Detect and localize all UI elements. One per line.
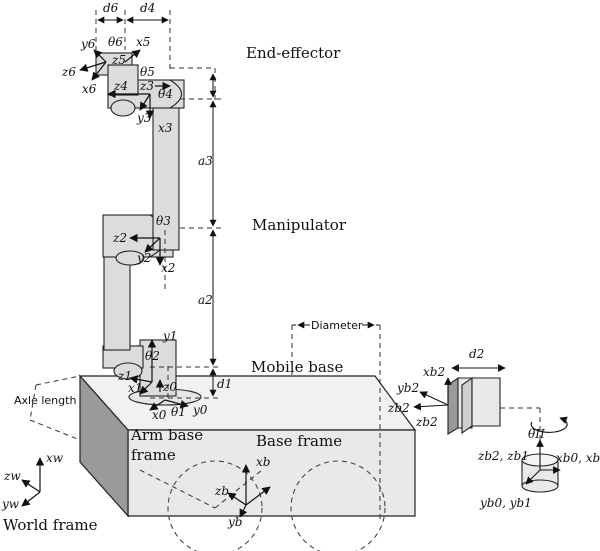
theta4-label: θ4 bbox=[158, 87, 173, 101]
end-effector-title: End-effector bbox=[246, 44, 341, 62]
wheel-module-outer bbox=[447, 376, 459, 435]
d2-label: d2 bbox=[469, 347, 484, 361]
xb-label: xb bbox=[256, 455, 270, 469]
y2-label: y2 bbox=[136, 251, 151, 265]
arm-base-frame-title-line2: frame bbox=[131, 446, 176, 464]
xw-label: xw bbox=[46, 451, 64, 465]
wheel-module-inner bbox=[461, 376, 473, 435]
hub-axes bbox=[525, 416, 568, 485]
dimension-arrows bbox=[97, 16, 217, 397]
theta6-label: θ6 bbox=[108, 35, 123, 49]
base-frame-axes bbox=[139, 325, 381, 520]
theta-ii-label: θII bbox=[528, 427, 545, 441]
yb2-label: yb2 bbox=[396, 381, 419, 395]
z1-label: z1 bbox=[117, 369, 132, 383]
zb2-label-b: zb2 bbox=[415, 415, 438, 429]
wheel-right bbox=[290, 460, 386, 551]
z2-label: z2 bbox=[112, 231, 127, 245]
base-frame-title: Base frame bbox=[256, 432, 342, 450]
arm-frame-axes bbox=[79, 49, 189, 411]
zw-label: zw bbox=[3, 469, 21, 483]
axle-length-label: Axle length bbox=[14, 394, 76, 407]
xb2-label: xb2 bbox=[423, 365, 445, 379]
axle-length-callout bbox=[29, 375, 81, 441]
z4-label: z4 bbox=[113, 79, 128, 93]
yw-label: yw bbox=[1, 497, 20, 511]
z3-label: z3 bbox=[139, 79, 154, 93]
yb-label: yb bbox=[227, 515, 242, 529]
x3-label: x3 bbox=[158, 121, 173, 135]
theta2-label: θ2 bbox=[145, 349, 160, 363]
wheel-module-axes bbox=[413, 364, 506, 411]
base-frame-solid-axes bbox=[227, 464, 271, 518]
zb-label: zb bbox=[214, 484, 229, 498]
base-side-face bbox=[79, 374, 129, 518]
z0-label: z0 bbox=[162, 380, 177, 394]
x6-label: x6 bbox=[82, 82, 97, 96]
z6-label: z6 bbox=[61, 65, 76, 79]
theta5-label: θ5 bbox=[140, 65, 155, 79]
wheel-module bbox=[447, 376, 501, 435]
y3-label: y3 bbox=[136, 111, 152, 125]
diameter-label: Diameter bbox=[311, 319, 363, 332]
xb0-xb1-label: xb0, xb1 bbox=[556, 451, 600, 465]
world-frame-axes bbox=[21, 457, 45, 507]
wheel-left bbox=[167, 460, 263, 551]
world-frame-title: World frame bbox=[3, 516, 98, 534]
dimension-guides bbox=[95, 10, 222, 399]
a2-label: a2 bbox=[198, 293, 213, 307]
x0-label: x0 bbox=[152, 408, 167, 422]
x2-label: x2 bbox=[161, 261, 175, 275]
wheels bbox=[167, 460, 386, 551]
upper-link-a2 bbox=[103, 249, 131, 351]
x5-label: x5 bbox=[136, 35, 150, 49]
zb2-zb1-label: zb2, zb1 bbox=[477, 449, 529, 463]
zb2-label-a: zb2 bbox=[387, 401, 410, 415]
y0-label: y0 bbox=[192, 403, 208, 417]
x1-label: x1 bbox=[128, 381, 142, 395]
z5-label: z5 bbox=[111, 53, 126, 67]
d1-label: d1 bbox=[217, 377, 232, 391]
y1-label: y1 bbox=[162, 329, 177, 343]
theta3-label: θ3 bbox=[156, 214, 171, 228]
manipulator-title: Manipulator bbox=[252, 216, 347, 234]
d6-label: d6 bbox=[103, 1, 119, 15]
d4-label: d4 bbox=[140, 1, 155, 15]
a3-label: a3 bbox=[198, 154, 213, 168]
theta1-label: θ1 bbox=[171, 405, 186, 419]
mobile-base-title: Mobile base bbox=[251, 358, 343, 376]
arm-base-frame-title-line1: Arm base bbox=[130, 426, 203, 444]
y6-label: y6 bbox=[80, 37, 96, 51]
yb0-yb1-label: yb0, yb1 bbox=[479, 496, 532, 510]
